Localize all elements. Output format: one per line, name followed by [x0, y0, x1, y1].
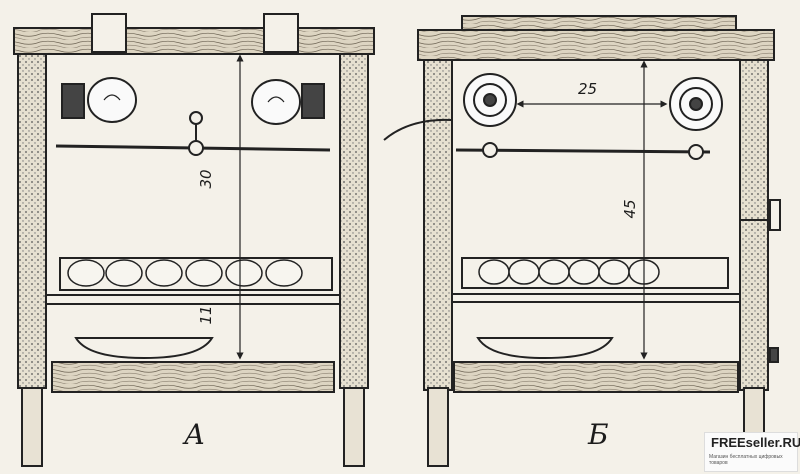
bottom-board-b: [453, 361, 739, 393]
lamp-a-left: [61, 77, 137, 123]
dim-label-11: 11: [197, 305, 215, 325]
regulator-rod-b: [455, 148, 711, 154]
vent-cap-a-right: [263, 13, 299, 53]
label-a: А: [184, 418, 206, 451]
water-dish-b: [476, 337, 614, 360]
top-board-a: [13, 27, 375, 55]
lamp-a-right: [251, 79, 325, 125]
bottom-board-a: [51, 361, 335, 393]
vent-cap-a-left: [91, 13, 127, 53]
wall-a-right: [339, 53, 369, 389]
lamp-b-right: [669, 77, 723, 131]
wall-b-left: [423, 59, 453, 391]
incubator-a: [13, 13, 375, 467]
egg-tray-a: [59, 257, 333, 291]
leg-a-right: [343, 387, 365, 467]
leg-a-left: [21, 387, 43, 467]
eggs-a: [67, 259, 303, 287]
wall-a-left: [17, 53, 47, 389]
wall-b-right-lower: [739, 219, 769, 391]
incubator-b: [383, 15, 781, 467]
watermark-tagline: Магазин бесплатных цифровых товаров: [709, 454, 783, 466]
leg-b-left: [427, 387, 449, 467]
water-dish-a: [74, 337, 214, 360]
watermark: FREEseller.RU Магазин бесплатных цифровы…: [704, 432, 800, 472]
label-b: Б: [588, 418, 609, 451]
top-board-b: [417, 29, 775, 61]
eggs-b: [478, 259, 660, 285]
lamp-b-left: [463, 73, 517, 127]
dim-label-25: 25: [578, 80, 598, 98]
dim-label-30: 30: [197, 169, 215, 189]
egg-tray-b: [461, 257, 729, 289]
watermark-logo: FREEseller.RU: [711, 435, 800, 450]
dim-label-45: 45: [621, 199, 639, 219]
wall-b-right-upper: [739, 59, 769, 221]
